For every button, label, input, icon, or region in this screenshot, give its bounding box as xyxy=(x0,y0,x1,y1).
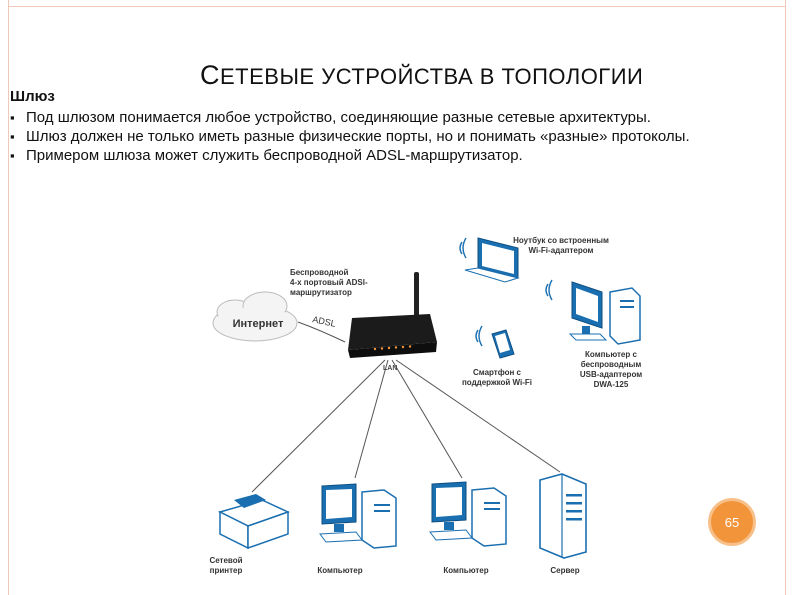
wifi-icon xyxy=(475,325,483,347)
link-printer xyxy=(251,359,386,493)
link-computer1 xyxy=(354,359,389,479)
connection-lines xyxy=(251,321,561,493)
usb-computer-icon xyxy=(568,281,641,345)
router-label: Беспроводной 4-х портовый ADSl- маршрути… xyxy=(290,268,368,297)
computer-icon xyxy=(429,481,507,547)
title-first-letter: С xyxy=(200,60,220,90)
smartphone-icon xyxy=(491,329,515,359)
frame-left-line xyxy=(8,0,9,595)
server-label: Сервер xyxy=(550,566,580,575)
link-computer2 xyxy=(391,359,463,479)
adsl-label: ADSL xyxy=(312,314,337,329)
internet-label: Интернет xyxy=(233,318,284,330)
computer2-label: Компьютер xyxy=(443,566,489,575)
title-rest: ЕТЕВЫЕ УСТРОЙСТВА В ТОПОЛОГИИ xyxy=(220,64,644,89)
smartphone-label: Смартфон с поддержкой Wi-Fi xyxy=(461,368,533,387)
computer-icon xyxy=(319,483,397,549)
bullet-item: Шлюз должен не только иметь разные физич… xyxy=(10,127,790,146)
wifi-icon xyxy=(459,237,467,259)
bullet-list: Под шлюзом понимается любое устройство, … xyxy=(10,108,790,165)
bullet-item: Примером шлюза может служить беспроводно… xyxy=(10,146,790,165)
frame-top-line xyxy=(8,6,786,7)
lan-label: LAN xyxy=(383,365,397,372)
printer-label: Сетевой принтер xyxy=(209,556,243,575)
link-server xyxy=(395,359,561,473)
cloud-icon xyxy=(212,291,298,342)
printer-icon xyxy=(217,494,290,550)
page-number-badge: 65 xyxy=(708,498,756,546)
server-icon xyxy=(539,473,587,559)
computer1-label: Компьютер xyxy=(317,566,363,575)
frame-right-line xyxy=(785,0,786,595)
bullet-item: Под шлюзом понимается любое устройство, … xyxy=(10,108,790,127)
usb-pc-label: Компьютер с беспроводным USB-адаптером D… xyxy=(579,350,643,389)
page-number: 65 xyxy=(724,514,740,530)
router-icon xyxy=(348,272,437,358)
wifi-icon xyxy=(545,279,553,301)
laptop-icon xyxy=(464,237,520,283)
adsl-line xyxy=(297,321,346,343)
laptop-label: Ноутбук со встроенным Wi-Fi-адаптером xyxy=(513,236,609,255)
subheading: Шлюз xyxy=(10,88,55,105)
slide-title: СЕТЕВЫЕ УСТРОЙСТВА В ТОПОЛОГИИ xyxy=(200,60,643,91)
